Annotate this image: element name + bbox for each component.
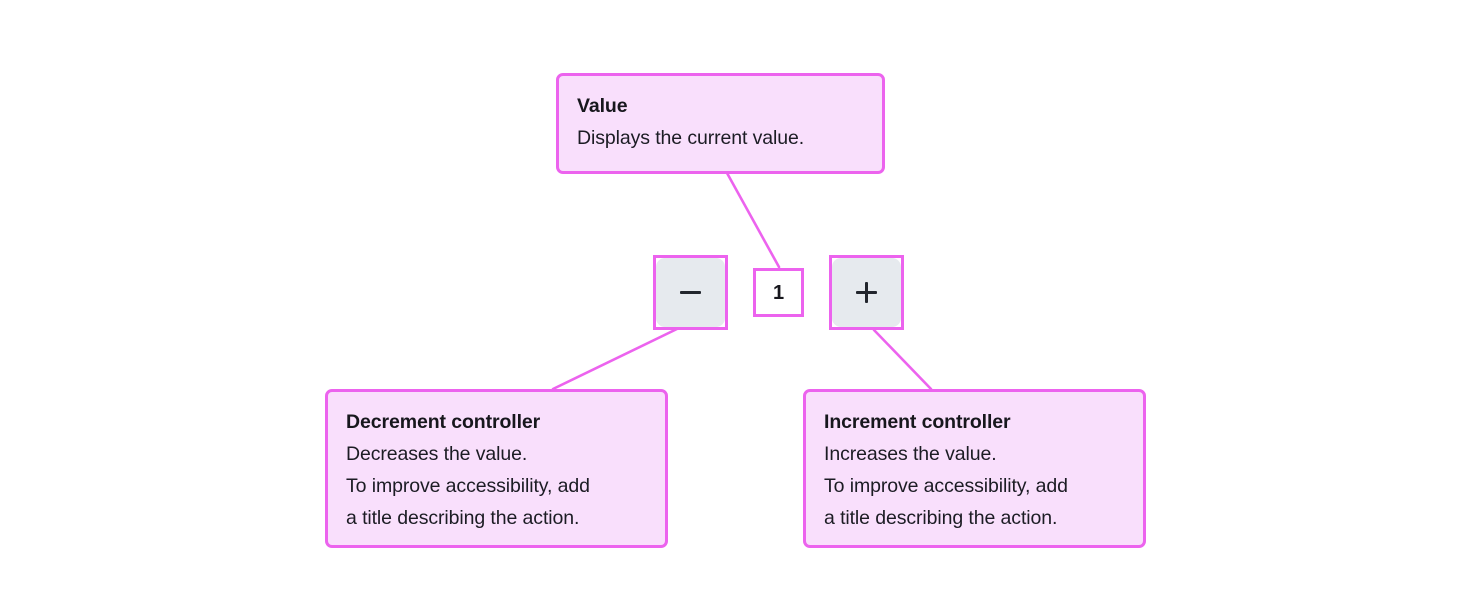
- increment-slot-outline: [829, 255, 904, 330]
- connector-value-to-display: [725, 171, 781, 269]
- decrement-slot-outline: [653, 255, 728, 330]
- callout-decrement-line-1: Decreases the value.: [346, 443, 528, 465]
- minus-icon: [680, 291, 701, 294]
- callout-decrement-line-2: To improve accessibility, add: [346, 475, 590, 497]
- callout-decrement-line-3: a title describing the action.: [346, 507, 580, 529]
- callout-value-title: Value: [577, 95, 628, 117]
- callout-increment: Increment controller Increases the value…: [803, 389, 1146, 548]
- callout-increment-line-1: Increases the value.: [824, 443, 997, 465]
- callout-increment-line-2: To improve accessibility, add: [824, 475, 1068, 497]
- decrement-button[interactable]: [656, 258, 725, 327]
- callout-increment-line-3: a title describing the action.: [824, 507, 1058, 529]
- value-slot-outline: 1: [753, 268, 804, 317]
- callout-decrement-title: Decrement controller: [346, 411, 541, 433]
- callout-increment-title: Increment controller: [824, 411, 1011, 433]
- plus-icon: [856, 282, 877, 303]
- stepper-value: 1: [772, 281, 785, 304]
- increment-button[interactable]: [832, 258, 901, 327]
- connector-decrement-to-button: [551, 325, 683, 391]
- callout-value: Value Displays the current value.: [556, 73, 885, 174]
- callout-value-line-1: Displays the current value.: [577, 127, 805, 149]
- connector-increment-to-button: [872, 328, 933, 391]
- callout-decrement: Decrement controller Decreases the value…: [325, 389, 668, 548]
